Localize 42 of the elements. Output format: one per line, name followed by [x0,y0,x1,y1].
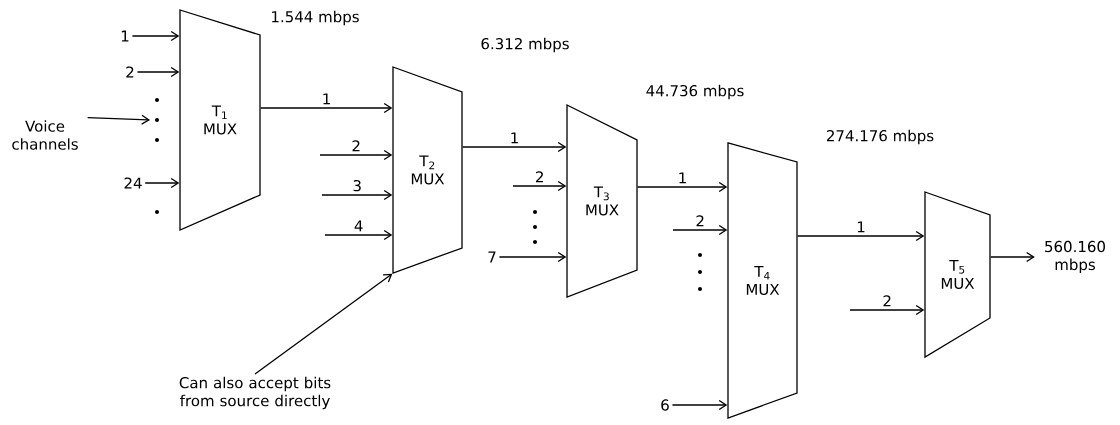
input-number: 6 [661,399,669,411]
arrow [498,251,567,263]
arrow [131,30,180,42]
arrow [254,273,393,375]
edge-label: 2 [533,170,546,184]
mux-trapezoid: T$_{4}$ MUX [727,142,798,419]
arrow [324,229,393,241]
note-text: Can also accept bits from source directly [179,376,331,410]
arrow [990,251,1035,263]
rate-label: 6.312 mbps [481,37,569,53]
arrow [849,304,925,316]
input-number: 24 [124,177,142,189]
edge-label: 2 [694,214,706,228]
arrow [671,399,728,411]
arrow [462,141,567,153]
input-number: 2 [126,66,134,78]
input-number: 7 [488,251,496,263]
rate-label: 44.736 mbps [646,84,744,100]
arrow [512,180,567,192]
arrow [136,66,180,78]
edge-label: 4 [352,219,365,233]
mux-trapezoid: T$_{2}$ MUX [392,66,463,274]
edge-label: 1 [676,171,689,185]
input-number: 1 [121,30,129,42]
edge-label: 2 [350,139,362,153]
edge-label: 1 [855,220,867,234]
edge-label: 2 [881,294,893,308]
arrow [797,230,925,242]
arrow [260,102,393,114]
mux-trapezoid: T$_{1}$ MUX [179,9,261,231]
arrow [637,181,728,193]
edge-label: 1 [508,131,521,145]
note-text: 560.160 mbps [1045,240,1105,274]
arrow [321,189,393,201]
edge-label: 1 [320,92,333,106]
rate-label: 274.176 mbps [826,129,934,145]
arrow [144,177,180,189]
arrow [319,149,393,161]
arrow [87,114,150,125]
arrow [672,224,728,236]
note-text: Voice channels [12,120,78,150]
edge-label: 3 [351,179,363,193]
